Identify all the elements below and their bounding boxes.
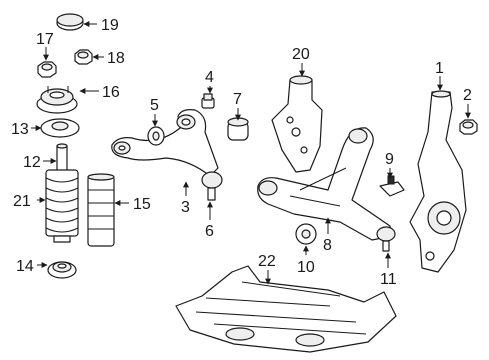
callout-16: 16 <box>102 84 120 101</box>
callout-13: 13 <box>11 121 29 138</box>
part-19-dust-cap <box>56 13 84 31</box>
part-22-skid-plate <box>175 265 397 353</box>
callout-14: 14 <box>16 258 34 275</box>
part-15-dust-boot <box>87 173 115 247</box>
callout-22: 22 <box>258 253 276 270</box>
part-12-strut-rod <box>56 143 68 173</box>
part-9-sensor <box>379 175 405 197</box>
callout-4: 4 <box>205 69 214 86</box>
part-21-coil-spring <box>45 169 79 243</box>
part-16-upper-mount <box>36 86 78 114</box>
part-6-ball-joint <box>201 171 223 201</box>
callout-3: 3 <box>181 199 190 216</box>
callout-20: 20 <box>292 46 310 63</box>
part-5-bushing <box>147 126 165 146</box>
part-1-steering-knuckle <box>409 90 467 273</box>
callout-17: 17 <box>36 31 54 48</box>
part-8-lower-control-arm <box>257 127 393 241</box>
callout-2: 2 <box>463 87 472 104</box>
callout-9: 9 <box>385 151 394 168</box>
callout-19: 19 <box>101 17 119 34</box>
part-11-ball-joint <box>376 226 396 252</box>
callout-10: 10 <box>297 259 315 276</box>
callout-15: 15 <box>133 196 151 213</box>
callout-7: 7 <box>233 91 242 108</box>
callout-21: 21 <box>13 193 31 210</box>
callout-1: 1 <box>435 60 444 77</box>
part-4-bolt <box>201 93 215 109</box>
part-18-nut <box>74 49 93 65</box>
leader-lines <box>31 21 471 285</box>
callout-12: 12 <box>23 154 41 171</box>
callout-18: 18 <box>107 50 125 67</box>
part-14-isolator <box>47 261 77 279</box>
part-20-bracket <box>271 75 323 173</box>
callout-5: 5 <box>150 97 159 114</box>
part-17-nut <box>37 61 57 78</box>
part-2-nut <box>459 119 478 135</box>
part-3-upper-control-arm <box>111 109 219 177</box>
callout-labels: 19 17 18 16 13 12 21 15 14 4 5 7 3 6 20 … <box>11 17 472 288</box>
callout-6: 6 <box>205 223 214 240</box>
part-10-bushing <box>295 223 317 245</box>
callout-11: 11 <box>380 271 397 288</box>
part-7-bushing <box>227 117 249 141</box>
part-13-spring-seat <box>40 118 80 138</box>
callout-8: 8 <box>323 237 332 254</box>
